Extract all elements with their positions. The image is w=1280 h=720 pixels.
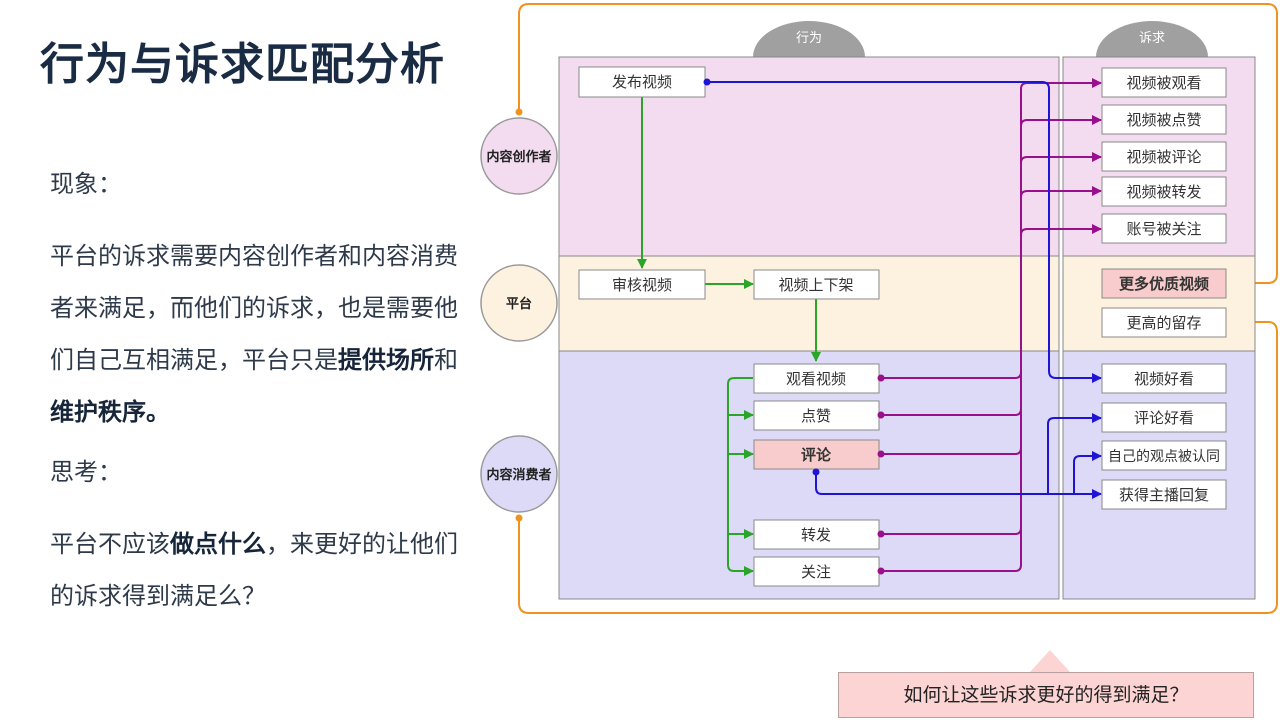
demand-liked: 视频被点赞 [1101, 104, 1227, 135]
demand-commented: 视频被评论 [1101, 141, 1227, 172]
phenomenon-bold-venue: 提供场所 [338, 346, 434, 374]
think-label: 思考： [50, 458, 122, 486]
demand-followed-label: 账号被关注 [1126, 220, 1201, 238]
behavior-follow-label: 关注 [801, 563, 831, 581]
phenomenon-bold-order: 维护秩序 [50, 398, 146, 426]
behavior-header-label: 行为 [796, 31, 822, 46]
role-consumer-label: 内容消费者 [486, 467, 551, 483]
phenomenon-paragraph: 平台的诉求需要内容创作者和内容消费者来满足，而他们的诉求，也是需要他们自己互相满… [50, 230, 470, 438]
behavior-like-label: 点赞 [801, 407, 831, 425]
demand-view-approved: 自己的观点被认同 [1101, 440, 1227, 471]
behavior-like: 点赞 [753, 400, 880, 431]
phenomenon-period: 。 [146, 398, 170, 426]
phenomenon-connector: 和 [434, 346, 458, 374]
page-title: 行为与诉求匹配分析 [40, 39, 445, 90]
phenomenon-text: 平台的诉求需要内容创作者和内容消费者来满足，而他们的诉求，也是需要他们自己互相满… [50, 242, 458, 374]
behavior-review: 审核视频 [578, 269, 706, 300]
green-links [637, 97, 821, 576]
role-creator-label: 内容创作者 [486, 149, 551, 165]
role-creator: 内容创作者 [480, 117, 558, 195]
demand-commented-label: 视频被评论 [1126, 148, 1201, 166]
behavior-share: 转发 [753, 519, 880, 550]
demand-followed: 账号被关注 [1101, 213, 1227, 244]
demand-shared: 视频被转发 [1101, 176, 1227, 207]
role-platform: 平台 [480, 264, 558, 342]
behavior-header: 行为 [753, 21, 865, 57]
demand-viewed-label: 视频被观看 [1126, 74, 1201, 92]
demand-header-label: 诉求 [1139, 31, 1165, 46]
role-consumer: 内容消费者 [480, 435, 558, 513]
demand-host-reply-label: 获得主播回复 [1119, 486, 1209, 504]
behavior-share-label: 转发 [801, 526, 831, 544]
phenomenon-label: 现象： [50, 170, 122, 198]
demand-better-videos-label: 更多优质视频 [1119, 275, 1209, 293]
demand-better-videos: 更多优质视频 [1101, 268, 1227, 299]
demand-view-approved-label: 自己的观点被认同 [1108, 449, 1220, 465]
blue-links [707, 81, 1102, 499]
orange-frame [518, 3, 1278, 614]
demand-retention: 更高的留存 [1101, 307, 1227, 338]
think-text: 平台不应该 [50, 530, 170, 558]
think-paragraph: 平台不应该做点什么，来更好的让他们的诉求得到满足么？ [50, 518, 470, 622]
demand-host-reply: 获得主播回复 [1101, 479, 1227, 510]
demand-shared-label: 视频被转发 [1126, 183, 1201, 201]
demand-liked-label: 视频被点赞 [1126, 111, 1201, 129]
think-bold: 做点什么 [170, 530, 266, 558]
behavior-comment-label: 评论 [801, 446, 832, 464]
demand-good-comments: 评论好看 [1101, 402, 1227, 433]
behavior-review-label: 审核视频 [612, 276, 672, 294]
orange-dot [515, 514, 523, 522]
demand-viewed: 视频被观看 [1101, 67, 1227, 98]
orange-dot [515, 108, 523, 116]
demand-good-comments-label: 评论好看 [1134, 409, 1194, 427]
role-platform-label: 平台 [506, 296, 532, 312]
behavior-shelve: 视频上下架 [753, 269, 880, 300]
demand-good-video: 视频好看 [1101, 363, 1227, 394]
behavior-comment: 评论 [753, 439, 880, 470]
behavior-shelve-label: 视频上下架 [778, 276, 853, 294]
behavior-watch: 观看视频 [753, 363, 880, 394]
demand-retention-label: 更高的留存 [1126, 314, 1201, 332]
think-text-end: ，来更好的让他们的诉求得到满足么？ [50, 530, 458, 610]
connector-dots [703, 78, 885, 575]
demand-good-video-label: 视频好看 [1134, 370, 1194, 388]
behavior-publish-label: 发布视频 [612, 73, 672, 91]
question-callout: 如何让这些诉求更好的得到满足？ [838, 672, 1254, 718]
behavior-follow: 关注 [753, 556, 880, 587]
purple-links [879, 78, 1102, 572]
demand-header: 诉求 [1096, 21, 1208, 57]
behavior-watch-label: 观看视频 [786, 370, 846, 388]
callout-pointer [1030, 650, 1070, 672]
behavior-publish: 发布视频 [578, 66, 706, 98]
